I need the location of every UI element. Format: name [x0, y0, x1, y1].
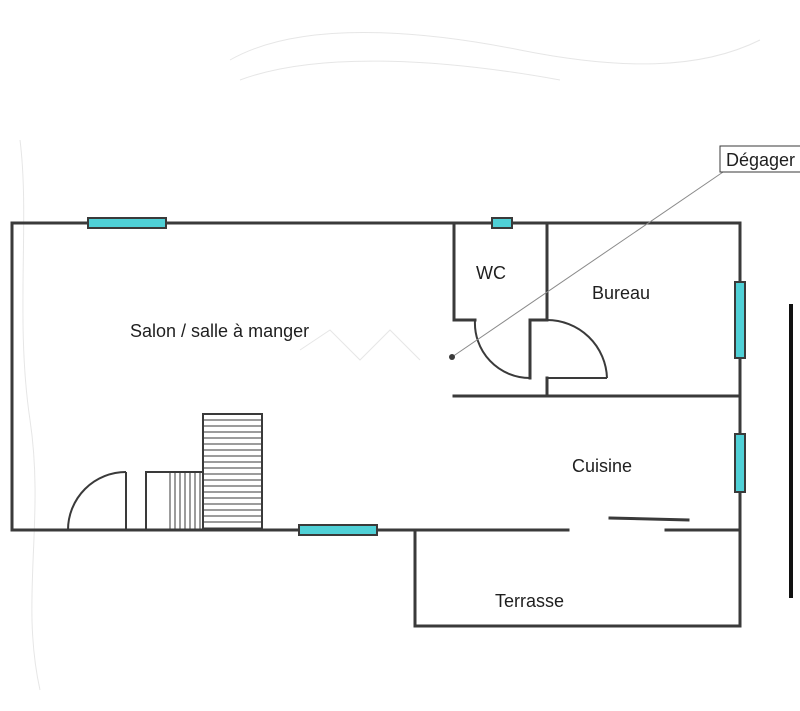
staircase — [145, 413, 263, 531]
room-label-cuisine: Cuisine — [572, 456, 632, 476]
callout: Dégager — [449, 145, 800, 360]
door-bureau-arc — [546, 319, 608, 379]
callout-box — [719, 145, 800, 173]
window-right-bureau — [734, 281, 746, 359]
room-label-bureau: Bureau — [592, 283, 650, 303]
window-bottom-salon — [298, 524, 378, 536]
room-label-wc: WC — [476, 263, 506, 283]
window-top-wc — [491, 217, 513, 229]
window-top-left — [87, 217, 167, 229]
edge-bar — [789, 304, 793, 598]
window-right-cuisine — [734, 433, 746, 493]
door-wc-arc — [473, 319, 531, 380]
room-label-salon: Salon / salle à manger — [130, 321, 309, 341]
windows — [87, 217, 746, 536]
background-watermark — [19, 32, 761, 691]
doors — [67, 319, 608, 531]
callout-label: Dégager — [726, 150, 795, 170]
callout-anchor-dot — [449, 354, 455, 360]
callout-leader-line — [451, 169, 727, 358]
door-entry-arc — [67, 471, 127, 531]
sliding-door — [608, 516, 690, 522]
stairs-upper-flight — [202, 413, 263, 531]
room-labels: Salon / salle à manger WC Bureau Cuisine… — [130, 263, 650, 611]
room-label-terrasse: Terrasse — [495, 591, 564, 611]
